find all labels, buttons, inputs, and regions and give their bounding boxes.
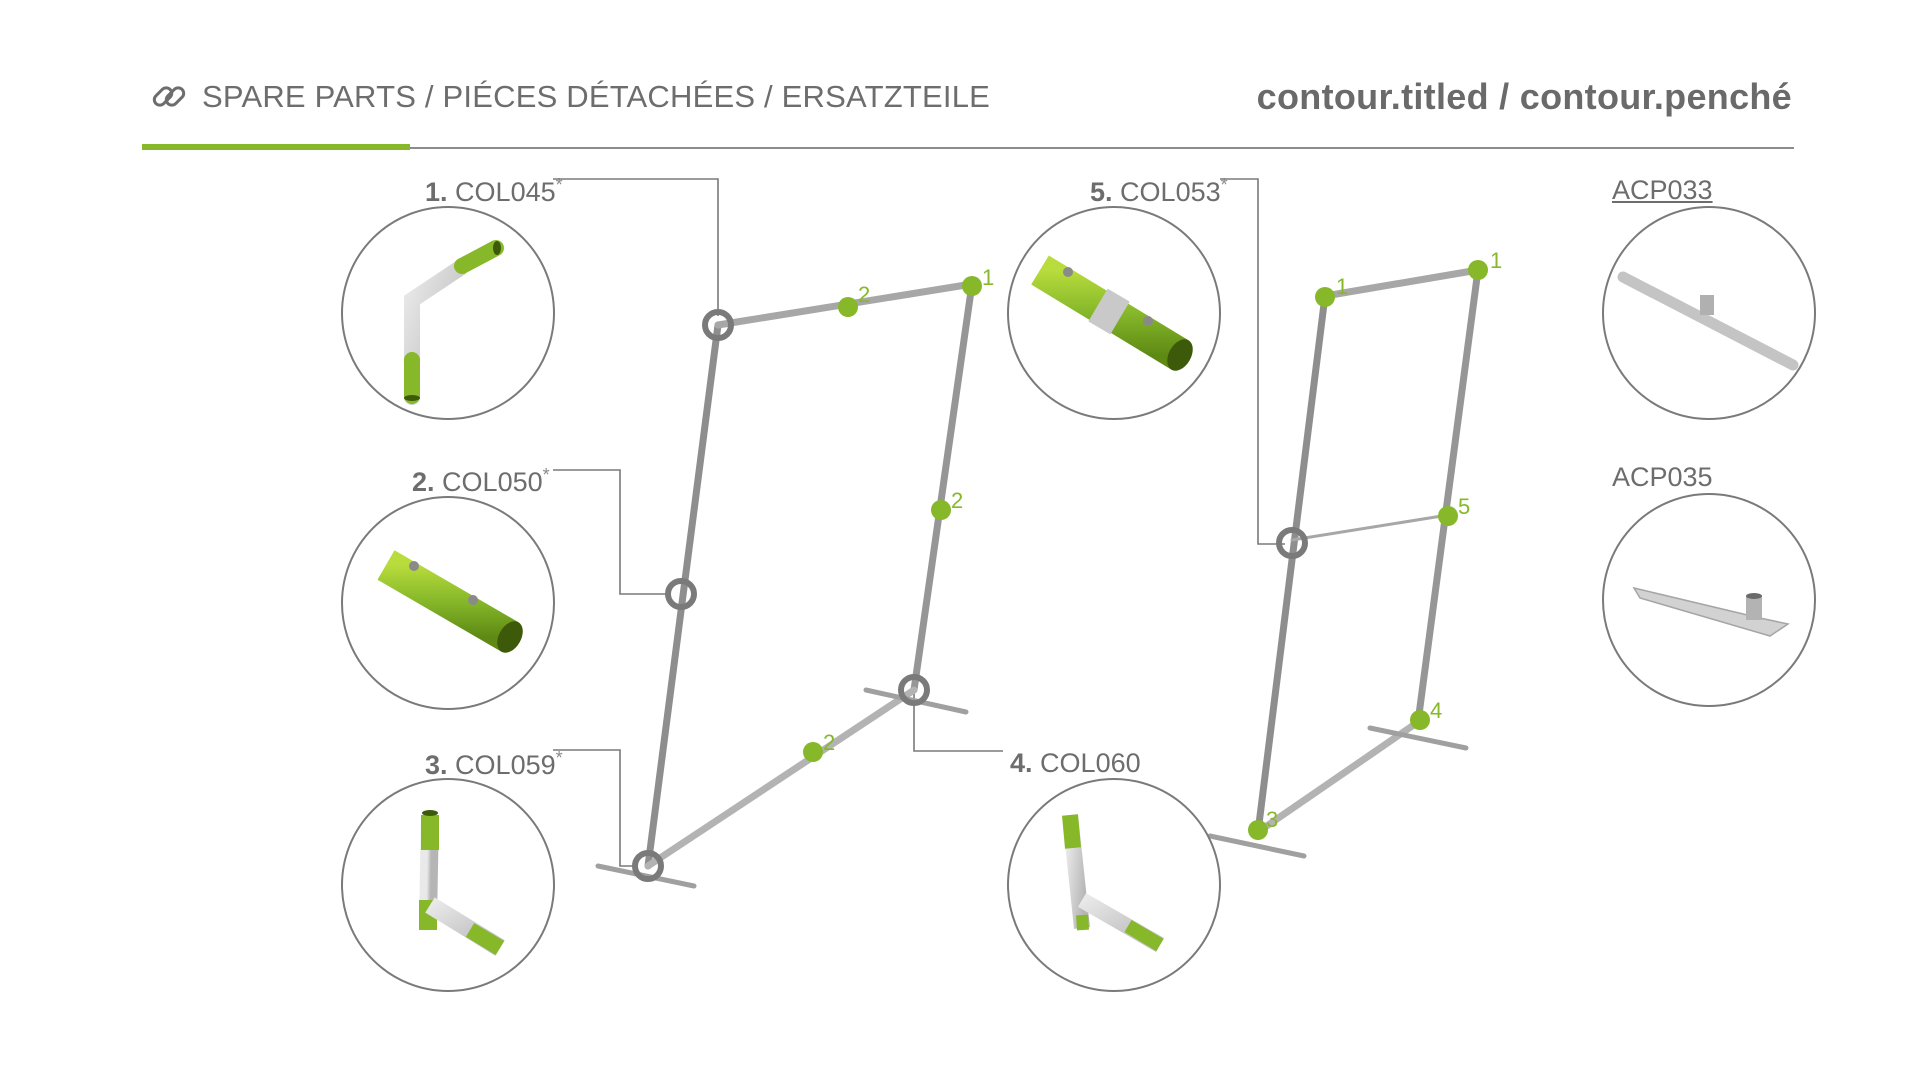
callout-left-2: 2 — [951, 488, 963, 513]
part-col060-image — [1062, 814, 1164, 952]
header-accent-bar — [142, 144, 410, 150]
part-label-4: 4. COL060 — [1010, 748, 1141, 778]
callout-right-3: 4 — [1430, 698, 1442, 723]
part-label-3: 3. COL059* — [425, 748, 563, 780]
ring-markers — [632, 309, 1308, 882]
header-divider — [142, 147, 1794, 149]
product-name: contour.titled / contour.penché — [1256, 76, 1792, 117]
callout-right-4: 3 — [1266, 807, 1278, 832]
accessory-label-acp033: ACP033 — [1612, 175, 1713, 205]
part-col050-image — [377, 550, 523, 653]
link-icon — [152, 86, 186, 107]
callout-left-1: 2 — [858, 282, 870, 307]
accessory-acp035-image — [1632, 586, 1790, 637]
part-col045-image — [404, 240, 504, 405]
detail-circles — [341, 206, 1816, 992]
callout-left-3: 2 — [823, 730, 835, 755]
callout-right-2: 5 — [1458, 494, 1470, 519]
leader-lines — [553, 178, 1285, 867]
part-label-1: 1. COL045* — [425, 175, 563, 207]
part-col053-image — [1031, 255, 1193, 371]
frame-left — [595, 280, 976, 889]
frame-right — [1207, 266, 1482, 859]
callout-dots — [803, 260, 1488, 840]
part-col059-image — [419, 810, 505, 956]
callout-right-0: 1 — [1336, 274, 1348, 299]
callout-numbers: 2 1 2 2 1 1 5 4 3 — [823, 248, 1502, 832]
page-title: SPARE PARTS / PIÉCES DÉTACHÉES / ERSATZT… — [202, 79, 991, 114]
part-label-2: 2. COL050* — [412, 465, 550, 497]
callout-left-0: 1 — [982, 265, 994, 290]
callout-right-1: 1 — [1490, 248, 1502, 273]
accessory-acp033-image — [1617, 271, 1799, 371]
part-label-5: 5. COL053* — [1090, 175, 1228, 207]
accessory-label-acp035: ACP035 — [1612, 462, 1713, 492]
header-left: SPARE PARTS / PIÉCES DÉTACHÉES / ERSATZT… — [150, 78, 990, 116]
